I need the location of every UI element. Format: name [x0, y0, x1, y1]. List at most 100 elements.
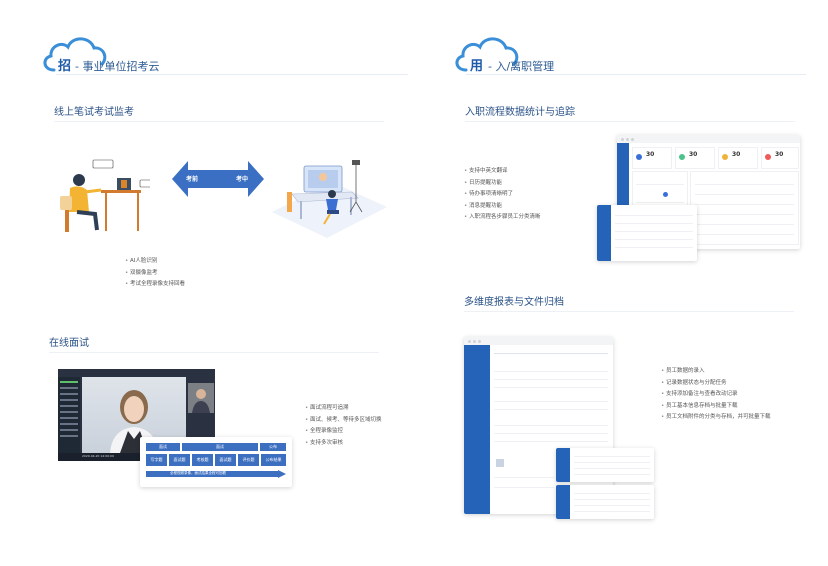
bullet-item: 全程录像监控: [305, 426, 382, 438]
flow-step: 写字题: [146, 454, 167, 466]
bullet-item: 员工文档附件的分类与存档，并可批量下载: [661, 412, 771, 424]
exam-bullet-list: AI人脸识别 双摄像监考 考试全程录像支持回看: [125, 256, 185, 291]
flow-stage: 公布: [260, 443, 286, 451]
stat-value: 30: [732, 151, 741, 158]
video-timestamp: 2020-04-20 14:00:09: [82, 454, 114, 458]
bullet-item: 待办事项清晰明了: [464, 189, 541, 201]
report-title-divider: [464, 311, 794, 312]
header-text: - 入/离职管理: [488, 60, 555, 73]
flow-step: 面试题: [169, 454, 190, 466]
report-table-window-2: [556, 485, 654, 519]
stat-card: 30: [675, 147, 715, 169]
report-section-title: 多维度报表与文件归档: [464, 297, 564, 308]
flow-step: 面试题: [215, 454, 236, 466]
stat-icon: [636, 154, 642, 160]
flow-step: 公布结果: [261, 454, 286, 466]
bullet-item: 支持添加备注与查看改动记录: [661, 389, 771, 401]
stat-value: 30: [646, 151, 655, 158]
list-row: [60, 429, 78, 431]
arrow-label-before: 考前: [186, 176, 199, 183]
window-dot: [473, 340, 476, 343]
list-row: [60, 381, 78, 383]
table-sidebar: [556, 448, 570, 482]
todo-panel: [690, 171, 799, 245]
window-titlebar: [617, 135, 800, 143]
cloud-icon: [455, 37, 519, 72]
avatar-thumbnail: [496, 459, 504, 467]
onboarding-popup-window: [597, 205, 697, 261]
left-header-divider: [56, 74, 408, 75]
list-row: [60, 417, 78, 419]
right-header: 用 - 入/离职管理: [452, 32, 652, 74]
stat-icon: [765, 154, 771, 160]
interview-flow-card: 面试 面试 公布 写字题 面试题 考核题 面试题 评价题 公布结果 全程视频录像…: [140, 437, 292, 487]
bullet-item: 面试流程可追溯: [305, 403, 382, 415]
list-row: [60, 393, 78, 395]
bullet-item: 支持中英文翻译: [464, 166, 541, 178]
bullet-item: 日历提醒功能: [464, 178, 541, 190]
table-sidebar: [556, 485, 570, 519]
bullet-item: 支持多次审核: [305, 438, 382, 450]
bullet-item: 面试、候考、等待多区域切换: [305, 415, 382, 427]
stat-icon: [679, 154, 685, 160]
bullet-item: 入职流程各步骤员工分类清晰: [464, 212, 541, 224]
window-dot: [478, 340, 481, 343]
flow-arrow-bar: [146, 470, 286, 478]
stat-card: 30: [632, 147, 672, 169]
popup-sidebar: [597, 205, 611, 261]
flow-step: 考核题: [192, 454, 213, 466]
report-sidebar: [464, 345, 490, 514]
flow-step: 评价题: [238, 454, 259, 466]
window-dot: [621, 138, 624, 141]
left-header: 招 - 事业单位招考云: [40, 32, 240, 74]
candidate-video-thumb: [188, 383, 214, 413]
list-row: [60, 423, 78, 425]
participant-list-panel: [58, 377, 80, 453]
onboarding-bullet-list: 支持中英文翻译 日历提醒功能 待办事项清晰明了 消息提醒功能 入职流程各步骤员工…: [464, 166, 541, 224]
onboarding-section-title: 入职流程数据统计与追踪: [465, 107, 575, 118]
bullet-item: 记录数据状态与分配任务: [661, 378, 771, 390]
stat-icon: [722, 154, 728, 160]
flow-caption: 全程视频录像，面试结果全程可回看: [170, 471, 226, 475]
bullet-item: 考试全程录像支持回看: [125, 279, 185, 291]
stat-card: 30: [761, 147, 799, 169]
list-row: [60, 411, 78, 413]
list-row: [60, 387, 78, 389]
bullet-item: 消息提醒功能: [464, 201, 541, 213]
report-main-window: [464, 337, 613, 514]
bullet-item: 员工数据的录入: [661, 366, 771, 378]
exam-illustration-student: [55, 152, 150, 234]
bullet-item: AI人脸识别: [125, 256, 185, 268]
bullet-item: 双摄像监考: [125, 268, 185, 280]
exam-illustration-monitoring: [272, 160, 387, 238]
interview-bullet-list: 面试流程可追溯 面试、候考、等待多区域切换 全程录像监控 支持多次审核: [305, 403, 382, 449]
flow-stage: 面试: [146, 443, 180, 451]
interview-section-title: 在线面试: [49, 338, 89, 349]
header-char: 用: [470, 59, 484, 74]
calendar-selected-day: [663, 192, 668, 197]
video-control-bar: [58, 453, 215, 461]
report-table-window: [556, 448, 654, 482]
header-text: - 事业单位招考云: [75, 60, 160, 73]
bullet-item: 员工基本信息存档与批量下载: [661, 401, 771, 413]
list-row: [60, 435, 78, 437]
right-header-divider: [466, 74, 806, 75]
interview-title-divider: [49, 352, 379, 353]
window-titlebar: [464, 337, 613, 345]
header-char: 招: [58, 59, 72, 74]
list-row: [60, 405, 78, 407]
stat-card: 30: [718, 147, 758, 169]
stat-value: 30: [689, 151, 698, 158]
arrow-label-during: 考中: [236, 176, 249, 183]
window-dot: [631, 138, 634, 141]
exam-title-divider: [54, 121, 384, 122]
onboarding-title-divider: [465, 121, 795, 122]
flow-stage: 面试: [182, 443, 258, 451]
list-row: [60, 399, 78, 401]
window-dot: [626, 138, 629, 141]
report-bullet-list: 员工数据的录入 记录数据状态与分配任务 支持添加备注与查看改动记录 员工基本信息…: [661, 366, 771, 424]
cloud-icon: [43, 37, 107, 72]
window-dot: [468, 340, 471, 343]
exam-double-arrow: [172, 161, 264, 197]
stat-value: 30: [775, 151, 784, 158]
